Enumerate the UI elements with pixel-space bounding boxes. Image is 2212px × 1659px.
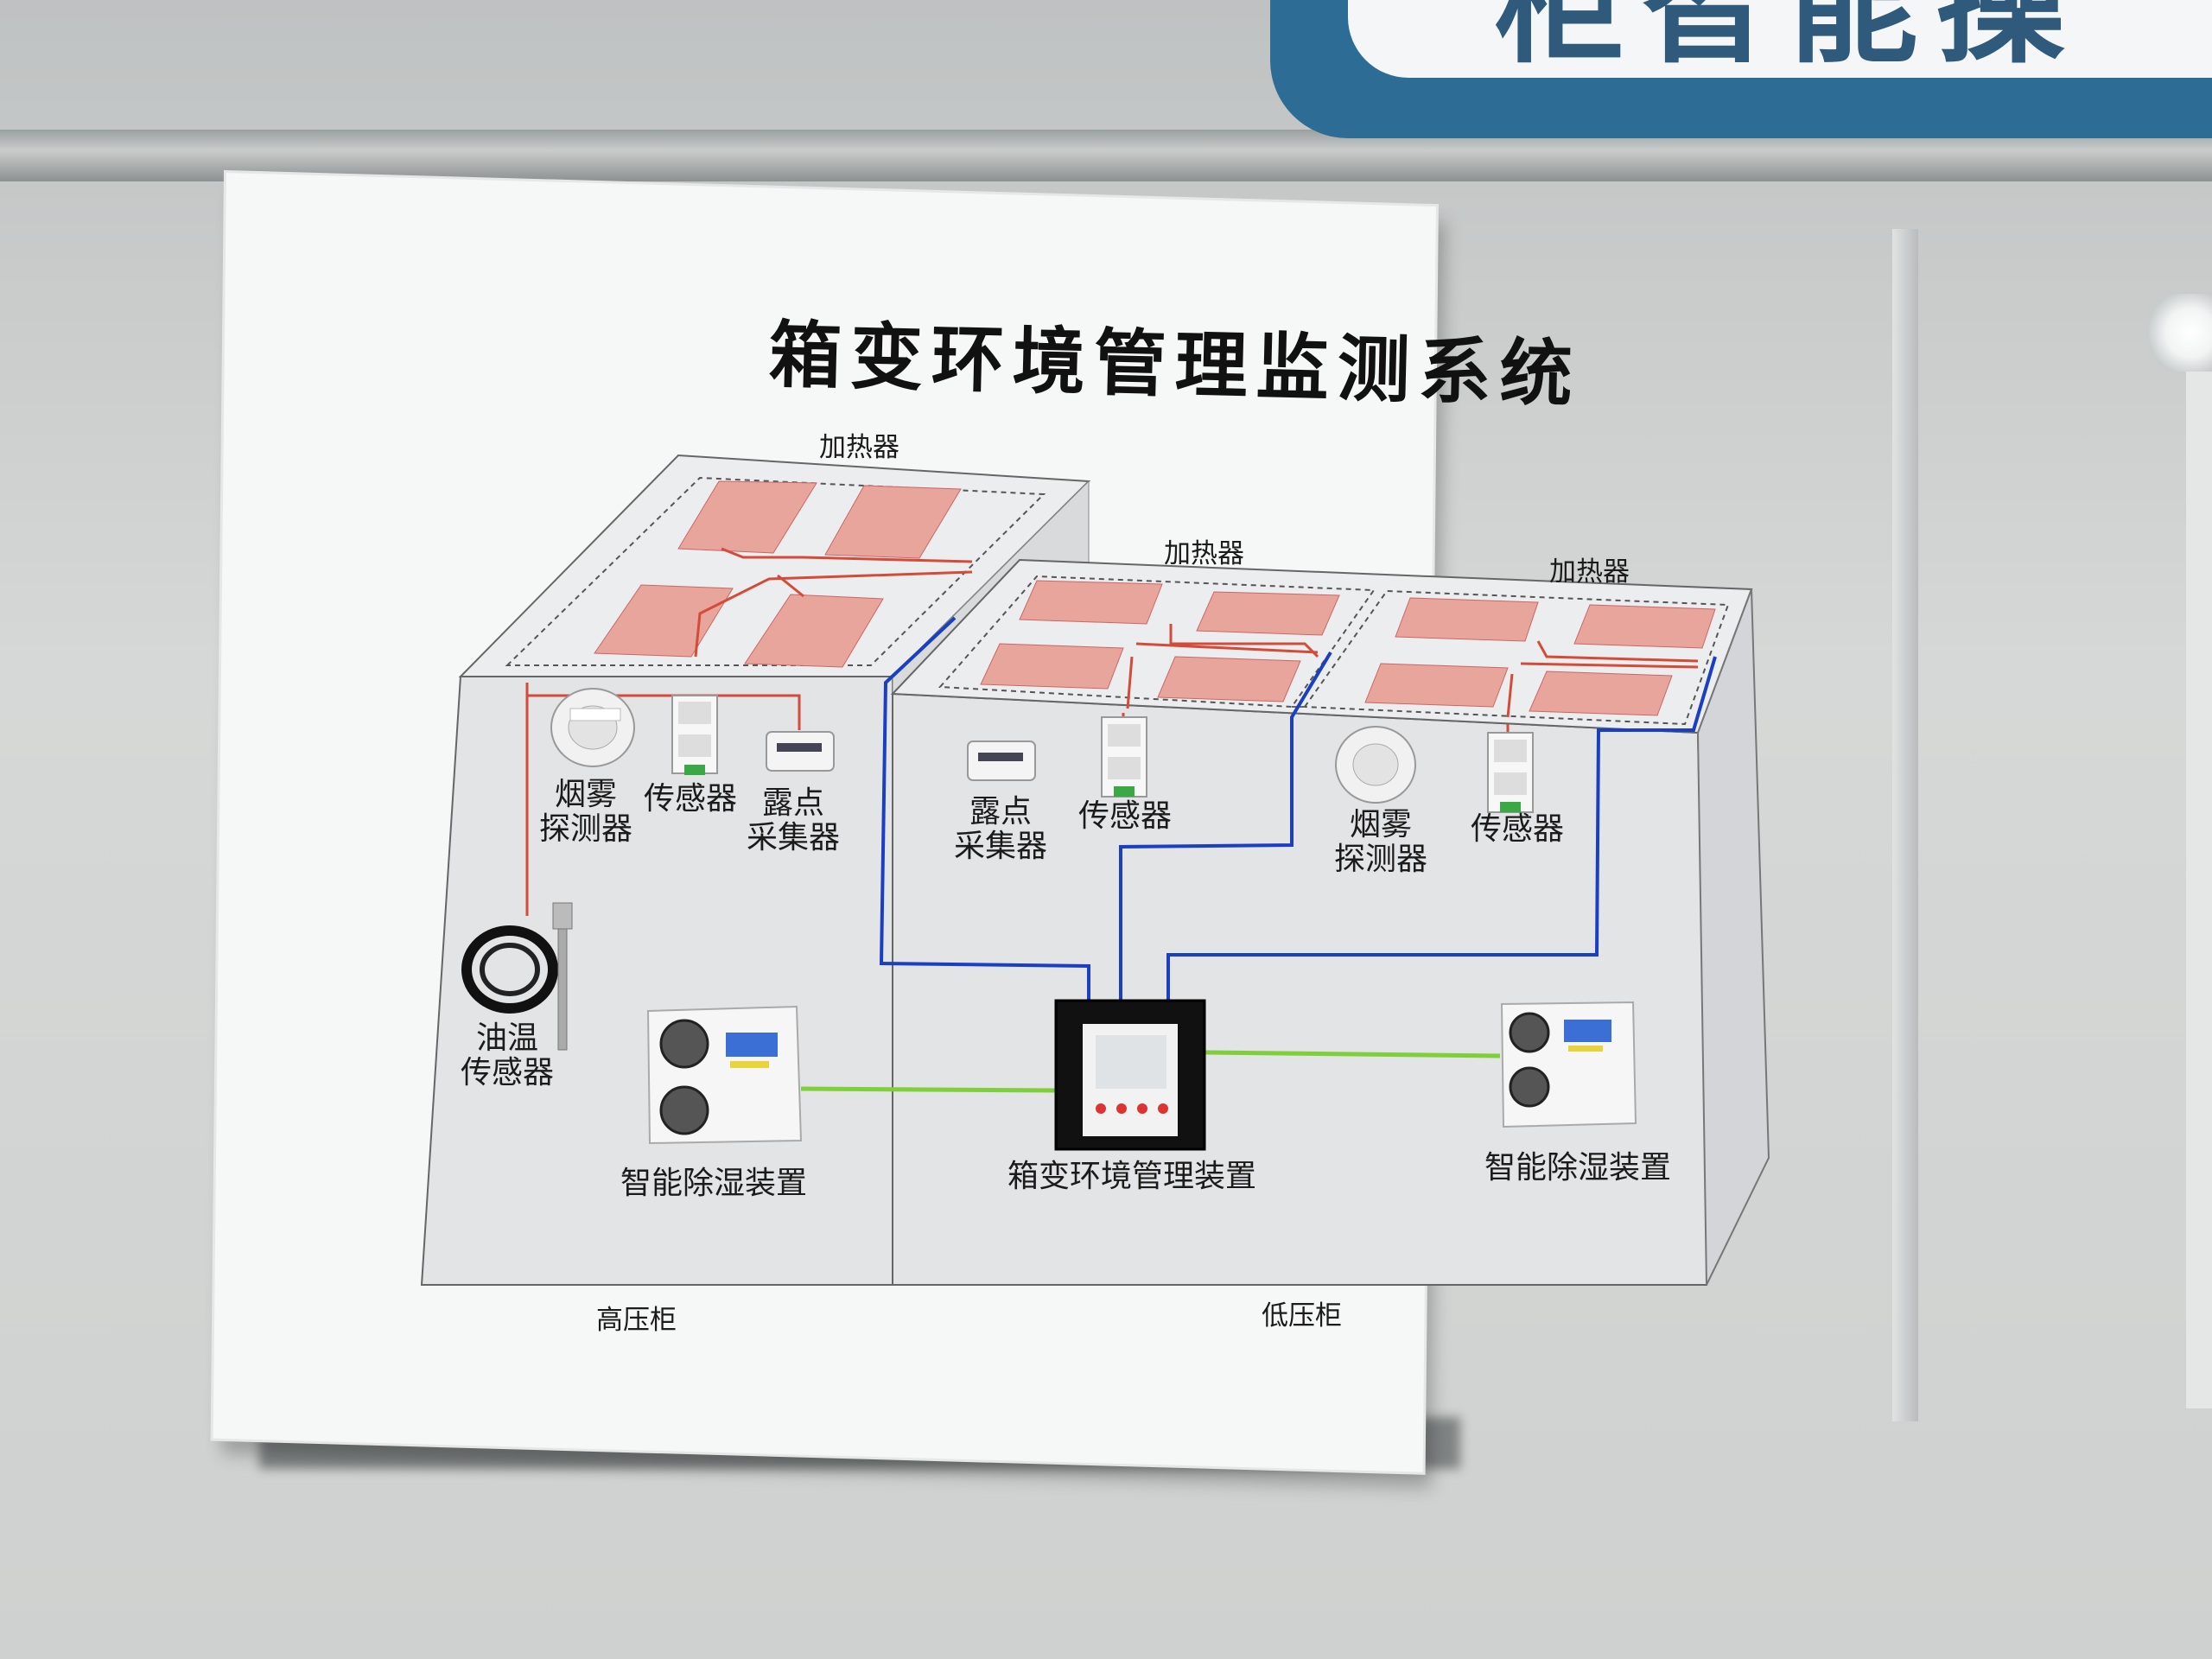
dew-point-label: 露点 采集器 (747, 785, 841, 855)
heater-pad (1573, 604, 1716, 649)
heater-pad (1364, 663, 1509, 708)
spot-lamp (2143, 294, 2212, 372)
sensor-icon (1487, 732, 1534, 813)
heater-label: 加热器 (1164, 538, 1244, 569)
sensor-icon (671, 695, 718, 775)
dehumidifier-label: 智能除湿装置 (620, 1166, 808, 1201)
heater-pad (1395, 597, 1539, 642)
sensor-label: 传感器 (1471, 811, 1565, 847)
smoke-detector-label: 烟雾 探测器 (539, 777, 633, 847)
heater-wires (525, 547, 1699, 743)
dew-point-collector-icon (967, 741, 1036, 781)
controller-label: 箱变环境管理装置 (1007, 1159, 1257, 1194)
smoke-detector-icon (1335, 726, 1416, 804)
hv-cabinet-label: 高压柜 (596, 1305, 677, 1336)
heater-pad (677, 480, 817, 554)
adjacent-board-edge (2186, 372, 2212, 1408)
controller-icon (1054, 999, 1206, 1151)
heater-pad (1019, 580, 1163, 625)
banner-text: 柜智能操 (1495, 0, 2083, 81)
top-banner: 柜智能操 (1270, 0, 2212, 138)
lv-cabinet-label: 低压柜 (1262, 1300, 1342, 1332)
heater-label: 加热器 (1549, 556, 1630, 588)
ceiling-rail (0, 130, 2212, 181)
sensor-label: 传感器 (1078, 798, 1173, 834)
dew-point-collector-icon (766, 731, 835, 772)
smoke-detector-icon (550, 688, 635, 767)
heater-pad (744, 594, 884, 668)
dew-point-label: 露点 采集器 (954, 794, 1048, 864)
power-wires (800, 1050, 1501, 1093)
dehumidifier-label: 智能除湿装置 (1484, 1150, 1672, 1185)
dehumidifier-icon (646, 1005, 803, 1145)
page-title: 箱变环境管理监测系统 (767, 312, 1582, 417)
heater-pad (980, 643, 1124, 690)
sensor-icon (1101, 716, 1147, 798)
oil-temp-label: 油温 传感器 (461, 1020, 555, 1090)
heater-label: 加热器 (819, 432, 899, 463)
dehumidifier-icon (1500, 1001, 1637, 1128)
smoke-detector-label: 烟雾 探测器 (1334, 807, 1428, 877)
banner-panel: 柜智能操 (1348, 0, 2212, 81)
oil-temp-probe-icon (461, 683, 573, 1051)
sensor-label: 传感器 (644, 781, 738, 817)
heater-pads (594, 480, 1716, 716)
heater-pad (1529, 671, 1673, 716)
board-side-edge (1892, 229, 1918, 1421)
heater-pad (1196, 591, 1340, 636)
signal-wires (879, 616, 1717, 1002)
heater-pad (824, 485, 962, 559)
heater-pad (1157, 656, 1301, 702)
